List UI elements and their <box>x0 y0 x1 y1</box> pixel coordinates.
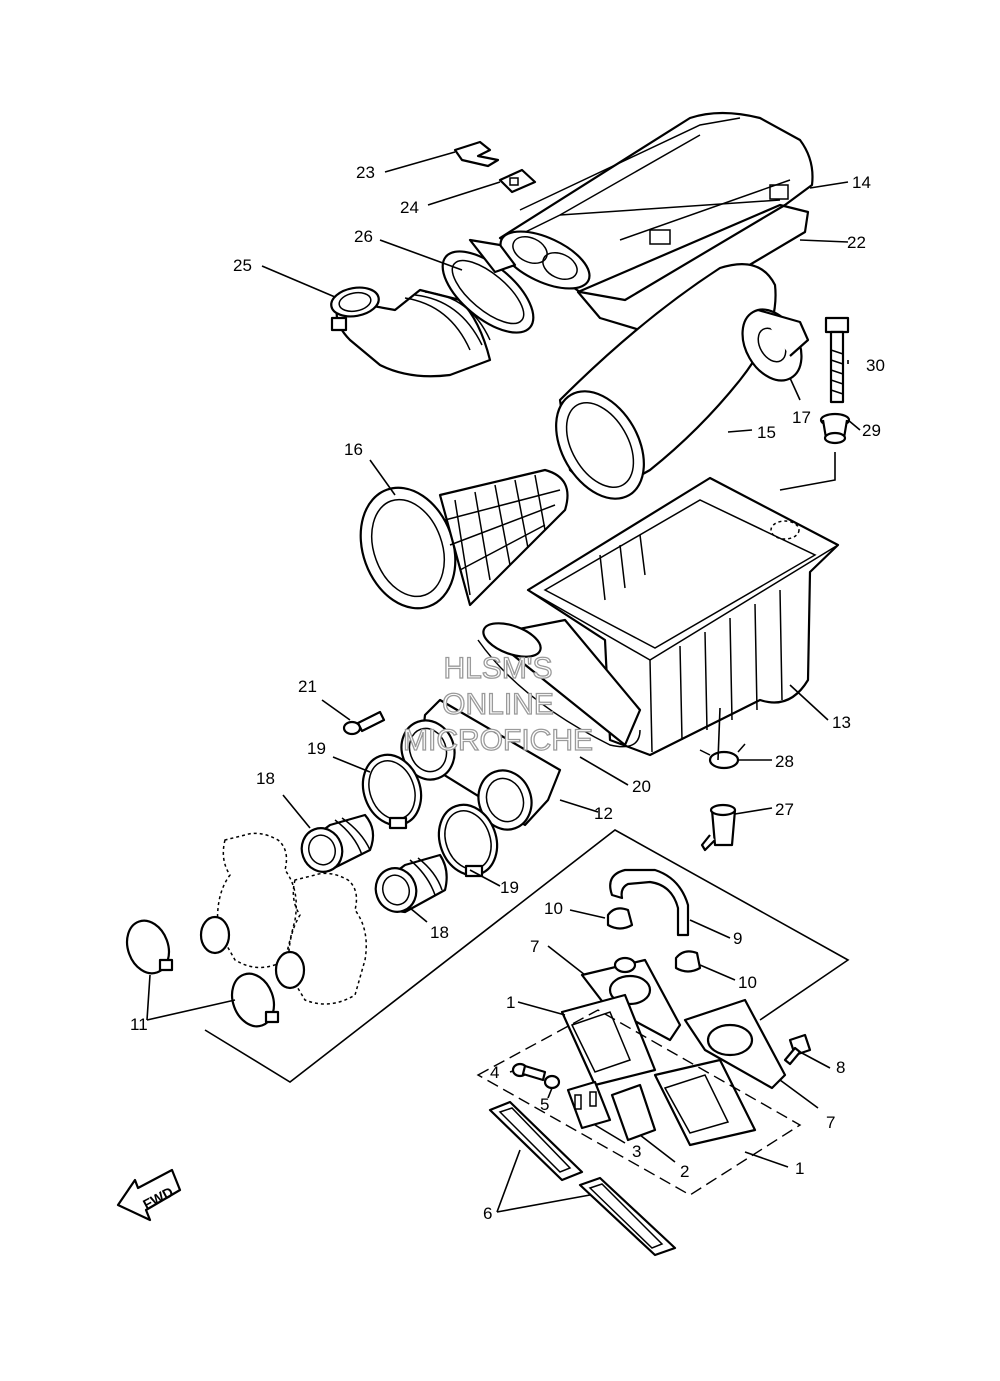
callout-28: 28 <box>775 752 794 771</box>
callout-19-lower: 19 <box>500 878 519 897</box>
callout-9: 9 <box>733 929 742 948</box>
callout-24: 24 <box>400 198 419 217</box>
callout-21: 21 <box>298 677 317 696</box>
reed-valve-assy-upper <box>560 993 657 1087</box>
drain-fitting <box>700 803 737 852</box>
gasket-lower <box>578 1176 677 1257</box>
carburetor-joint <box>400 698 562 831</box>
callout-6: 6 <box>483 1204 492 1223</box>
callout-11: 11 <box>130 1015 148 1034</box>
reed-valve-manifold-right <box>683 998 787 1090</box>
callout-1-lower: 1 <box>795 1159 804 1178</box>
airbox-cover-seal <box>576 203 810 332</box>
carburetor-phantom <box>199 832 367 1005</box>
callout-19-upper: 19 <box>307 739 326 758</box>
reed-stopper <box>566 1080 612 1130</box>
hose-clamp-lower <box>437 803 499 878</box>
leader-lines <box>146 151 861 1213</box>
callout-2: 2 <box>680 1162 689 1181</box>
hose-clip <box>699 743 746 770</box>
watermark-line-3: MICROFICHE <box>403 724 593 757</box>
callout-18-upper: 18 <box>256 769 275 788</box>
intake-duct <box>330 286 492 378</box>
callout-10-lower: 10 <box>738 973 757 992</box>
carb-clamp-right <box>230 972 280 1028</box>
callout-16: 16 <box>344 440 363 459</box>
clip-23 <box>453 140 500 168</box>
callout-22: 22 <box>847 233 866 252</box>
callout-12: 12 <box>594 804 613 823</box>
air-filter-element <box>555 263 777 500</box>
callout-13: 13 <box>832 713 851 732</box>
rubber-joint-lower <box>374 853 448 914</box>
callout-7-lower: 7 <box>826 1113 835 1132</box>
callout-15: 15 <box>757 423 776 442</box>
reed-petal <box>610 1083 657 1142</box>
callout-27: 27 <box>775 800 794 819</box>
callout-5: 5 <box>540 1095 549 1114</box>
pipe-clip-upper <box>606 907 634 930</box>
duct-gasket <box>441 238 535 334</box>
washer-5 <box>543 1074 561 1090</box>
carb-clamp-left <box>125 919 174 975</box>
reed-valve-assy-lower <box>653 1058 757 1147</box>
callout-3: 3 <box>632 1142 641 1161</box>
callout-8: 8 <box>836 1058 845 1077</box>
bolt <box>824 316 850 404</box>
watermark-line-1: HLSM'S <box>443 652 552 685</box>
clip-24 <box>498 168 537 194</box>
callout-30: 30 <box>866 356 885 375</box>
callout-10-upper: 10 <box>544 899 563 918</box>
breather-pipe <box>609 868 690 937</box>
grommet <box>819 412 851 445</box>
callout-18-lower: 18 <box>430 923 449 942</box>
air-box-joint <box>477 618 642 748</box>
screw-21 <box>342 710 386 736</box>
hose-clamp-upper <box>361 753 423 830</box>
callout-25: 25 <box>233 256 252 275</box>
filter-cage <box>359 468 569 610</box>
watermark-line-2: ONLINE <box>442 688 554 721</box>
airbox-cover <box>498 111 814 302</box>
forward-direction-arrow: FWD <box>116 1168 182 1222</box>
callout-23: 23 <box>356 163 375 182</box>
callout-7-upper: 7 <box>530 937 539 956</box>
screw-4 <box>511 1062 547 1082</box>
callout-17: 17 <box>792 408 811 427</box>
callout-4: 4 <box>490 1063 499 1082</box>
rubber-boot <box>741 308 810 382</box>
bolt-8 <box>783 1033 812 1066</box>
callout-26: 26 <box>354 227 373 246</box>
callout-14: 14 <box>852 173 871 192</box>
rubber-joint-upper <box>300 813 375 873</box>
callout-labels: 23 24 26 25 14 22 30 17 29 15 16 13 21 2… <box>130 163 885 1223</box>
gasket-upper <box>488 1100 584 1182</box>
callout-20: 20 <box>632 777 651 796</box>
reed-valve-manifold-left <box>580 956 682 1042</box>
pipe-clip-lower <box>674 950 702 973</box>
callout-29: 29 <box>862 421 881 440</box>
callout-1-upper: 1 <box>506 993 515 1012</box>
air-box-case <box>526 476 840 757</box>
watermark: HLSM'S ONLINE MICROFICHE <box>402 651 593 757</box>
